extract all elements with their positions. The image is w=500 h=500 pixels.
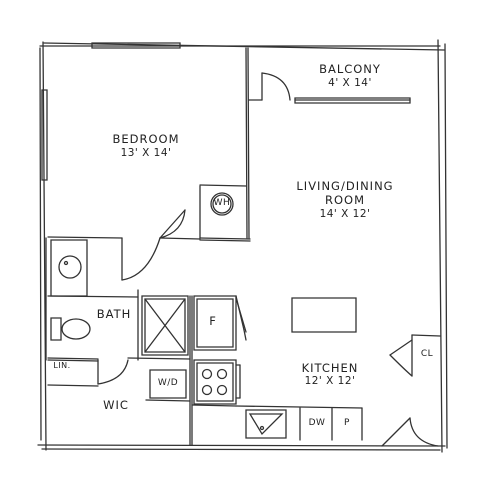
wic-walls bbox=[48, 296, 192, 445]
bedroom-dims: 13' X 14' bbox=[120, 147, 172, 159]
balcony-dims: 4' X 14' bbox=[328, 77, 372, 89]
bath-sink bbox=[51, 240, 87, 296]
toilet bbox=[51, 318, 90, 340]
closet-label: CL bbox=[420, 349, 434, 359]
living-dims: 14' X 12' bbox=[319, 208, 371, 220]
bedroom-door bbox=[48, 210, 200, 280]
bedroom-window-top bbox=[92, 43, 180, 48]
entry-door bbox=[382, 418, 438, 446]
kitchen-sink bbox=[246, 410, 286, 438]
shower bbox=[142, 296, 188, 355]
bedroom-label: BEDROOM bbox=[112, 132, 180, 146]
balcony-door bbox=[249, 73, 290, 100]
range bbox=[194, 360, 240, 404]
bath-walls bbox=[46, 238, 190, 361]
living-label-line1: LIVING/DINING bbox=[296, 179, 394, 193]
kitchen-dims: 12' X 12' bbox=[304, 375, 356, 387]
exterior-walls bbox=[38, 40, 447, 452]
balcony-label: BALCONY bbox=[319, 62, 381, 76]
wic-label: WIC bbox=[103, 398, 129, 412]
bath-door bbox=[98, 360, 128, 384]
closet bbox=[390, 335, 440, 376]
dishwasher-label: DW bbox=[308, 418, 326, 428]
balcony-rail bbox=[295, 98, 410, 103]
pantry-label: P bbox=[344, 418, 350, 428]
living-label-line2: ROOM bbox=[324, 193, 366, 207]
fridge-label: F bbox=[209, 314, 217, 328]
bath-label: BATH bbox=[96, 307, 132, 321]
bedroom-living-wall bbox=[200, 48, 250, 241]
washer-dryer-label: W/D bbox=[157, 378, 179, 388]
kitchen-island bbox=[292, 298, 356, 332]
kitchen-counter bbox=[192, 405, 362, 440]
fridge-outline bbox=[194, 296, 246, 350]
linen-label: LIN. bbox=[53, 361, 71, 370]
bedroom-window-left bbox=[42, 90, 47, 180]
water-heater-label: WH bbox=[213, 198, 231, 208]
water-heater-closet bbox=[200, 185, 246, 238]
kitchen-label: KITCHEN bbox=[301, 361, 359, 375]
